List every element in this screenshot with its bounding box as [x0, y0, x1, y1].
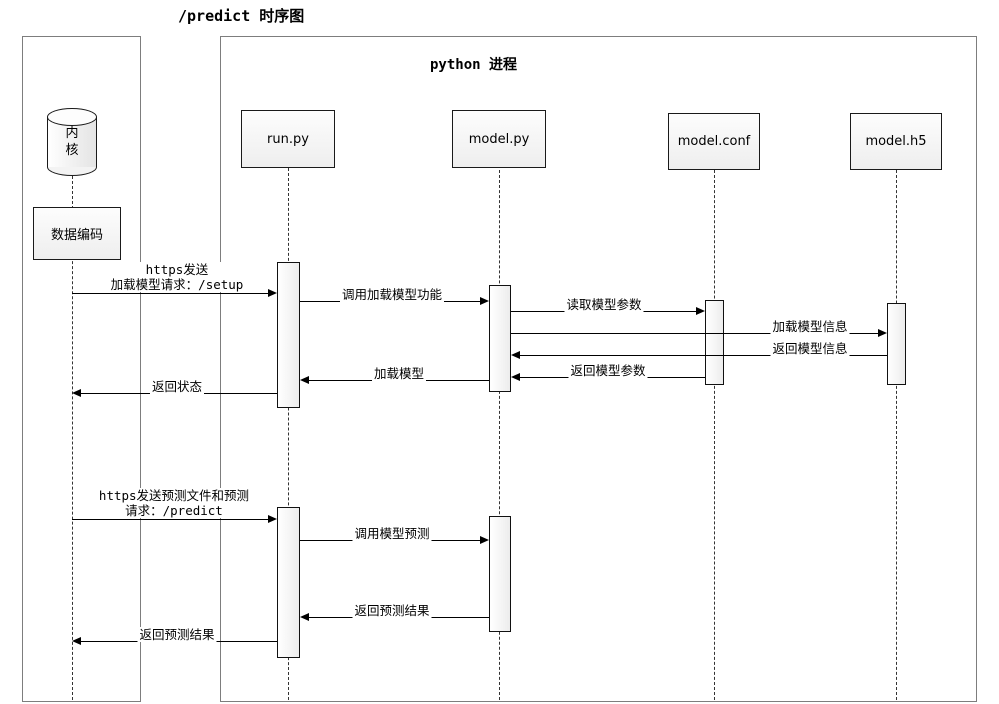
- kernel-label-line2: 核: [65, 143, 79, 158]
- message-label-m2: 调用加载模型功能: [339, 287, 445, 302]
- message-label-m8: 返回状态: [149, 379, 205, 394]
- message-label-m1-line1: https发送: [145, 262, 209, 277]
- message-arrowhead-m1: [268, 288, 277, 297]
- kernel-label-line1: 内: [65, 126, 79, 141]
- db-top-ellipse: [47, 108, 97, 126]
- message-label-m3: 读取模型参数: [564, 297, 644, 312]
- message-arrowhead-m11: [300, 612, 309, 621]
- message-label-m9-line2: 请求：/predict: [125, 503, 223, 518]
- lifeline-run-py: [288, 168, 289, 700]
- lifeline-kernel: [72, 176, 73, 700]
- message-label-m11: 返回预测结果: [352, 603, 432, 618]
- python-process-frame-label: python 进程: [430, 57, 518, 73]
- message-arrowhead-m9: [268, 514, 277, 523]
- message-label-m4: 加载模型信息: [770, 319, 850, 334]
- message-arrowhead-m2: [480, 296, 489, 305]
- lifeline-model-h5: [896, 170, 897, 700]
- message-arrowhead-m6: [511, 372, 520, 381]
- kernel-label: 内 核: [47, 108, 97, 176]
- message-label-m7: 加载模型: [371, 366, 427, 381]
- message-label-m1-line2: 加载模型请求：/setup: [110, 277, 244, 292]
- message-label-m10: 调用模型预测: [352, 526, 432, 541]
- participant-model-py[interactable]: model.py: [452, 110, 546, 168]
- message-label-m5: 返回模型信息: [770, 341, 850, 356]
- message-line-m9: [72, 519, 268, 520]
- activation-model-h5: [887, 303, 906, 385]
- message-label-m9-line1: https发送预测文件和预测: [98, 488, 250, 503]
- message-arrowhead-m3: [696, 306, 705, 315]
- activation-model-py-setup: [489, 285, 511, 392]
- lifeline-model-py: [499, 170, 500, 700]
- activation-model-conf: [705, 300, 724, 385]
- message-line-m4: [511, 333, 878, 334]
- python-process-frame: [220, 36, 977, 702]
- participant-model-h5[interactable]: model.h5: [850, 113, 942, 170]
- message-arrowhead-m4: [878, 328, 887, 337]
- message-line-m5: [520, 355, 887, 356]
- message-arrowhead-m10: [480, 535, 489, 544]
- message-label-m1: https发送 加载模型请求：/setup: [108, 262, 246, 292]
- participant-run-py[interactable]: run.py: [241, 110, 335, 168]
- message-label-m9: https发送预测文件和预测 请求：/predict: [96, 488, 252, 518]
- lifeline-model-conf: [714, 170, 715, 700]
- participant-model-conf[interactable]: model.conf: [668, 113, 760, 170]
- activation-run-py-predict: [277, 507, 300, 658]
- message-label-m6: 返回模型参数: [568, 363, 648, 378]
- kernel-frame: [22, 36, 141, 702]
- message-arrowhead-m7: [300, 375, 309, 384]
- message-arrowhead-m8: [72, 388, 81, 397]
- message-label-m12: 返回预测结果: [137, 627, 217, 642]
- activation-run-py-setup: [277, 262, 300, 408]
- activation-model-py-predict: [489, 516, 511, 632]
- message-arrowhead-m5: [511, 350, 520, 359]
- diagram-title: /predict 时序图: [178, 7, 305, 25]
- kernel-database-shape: 内 核: [47, 108, 97, 176]
- message-arrowhead-m12: [72, 636, 81, 645]
- participant-data-encoding[interactable]: 数据编码: [33, 207, 121, 260]
- message-line-m1: [72, 293, 268, 294]
